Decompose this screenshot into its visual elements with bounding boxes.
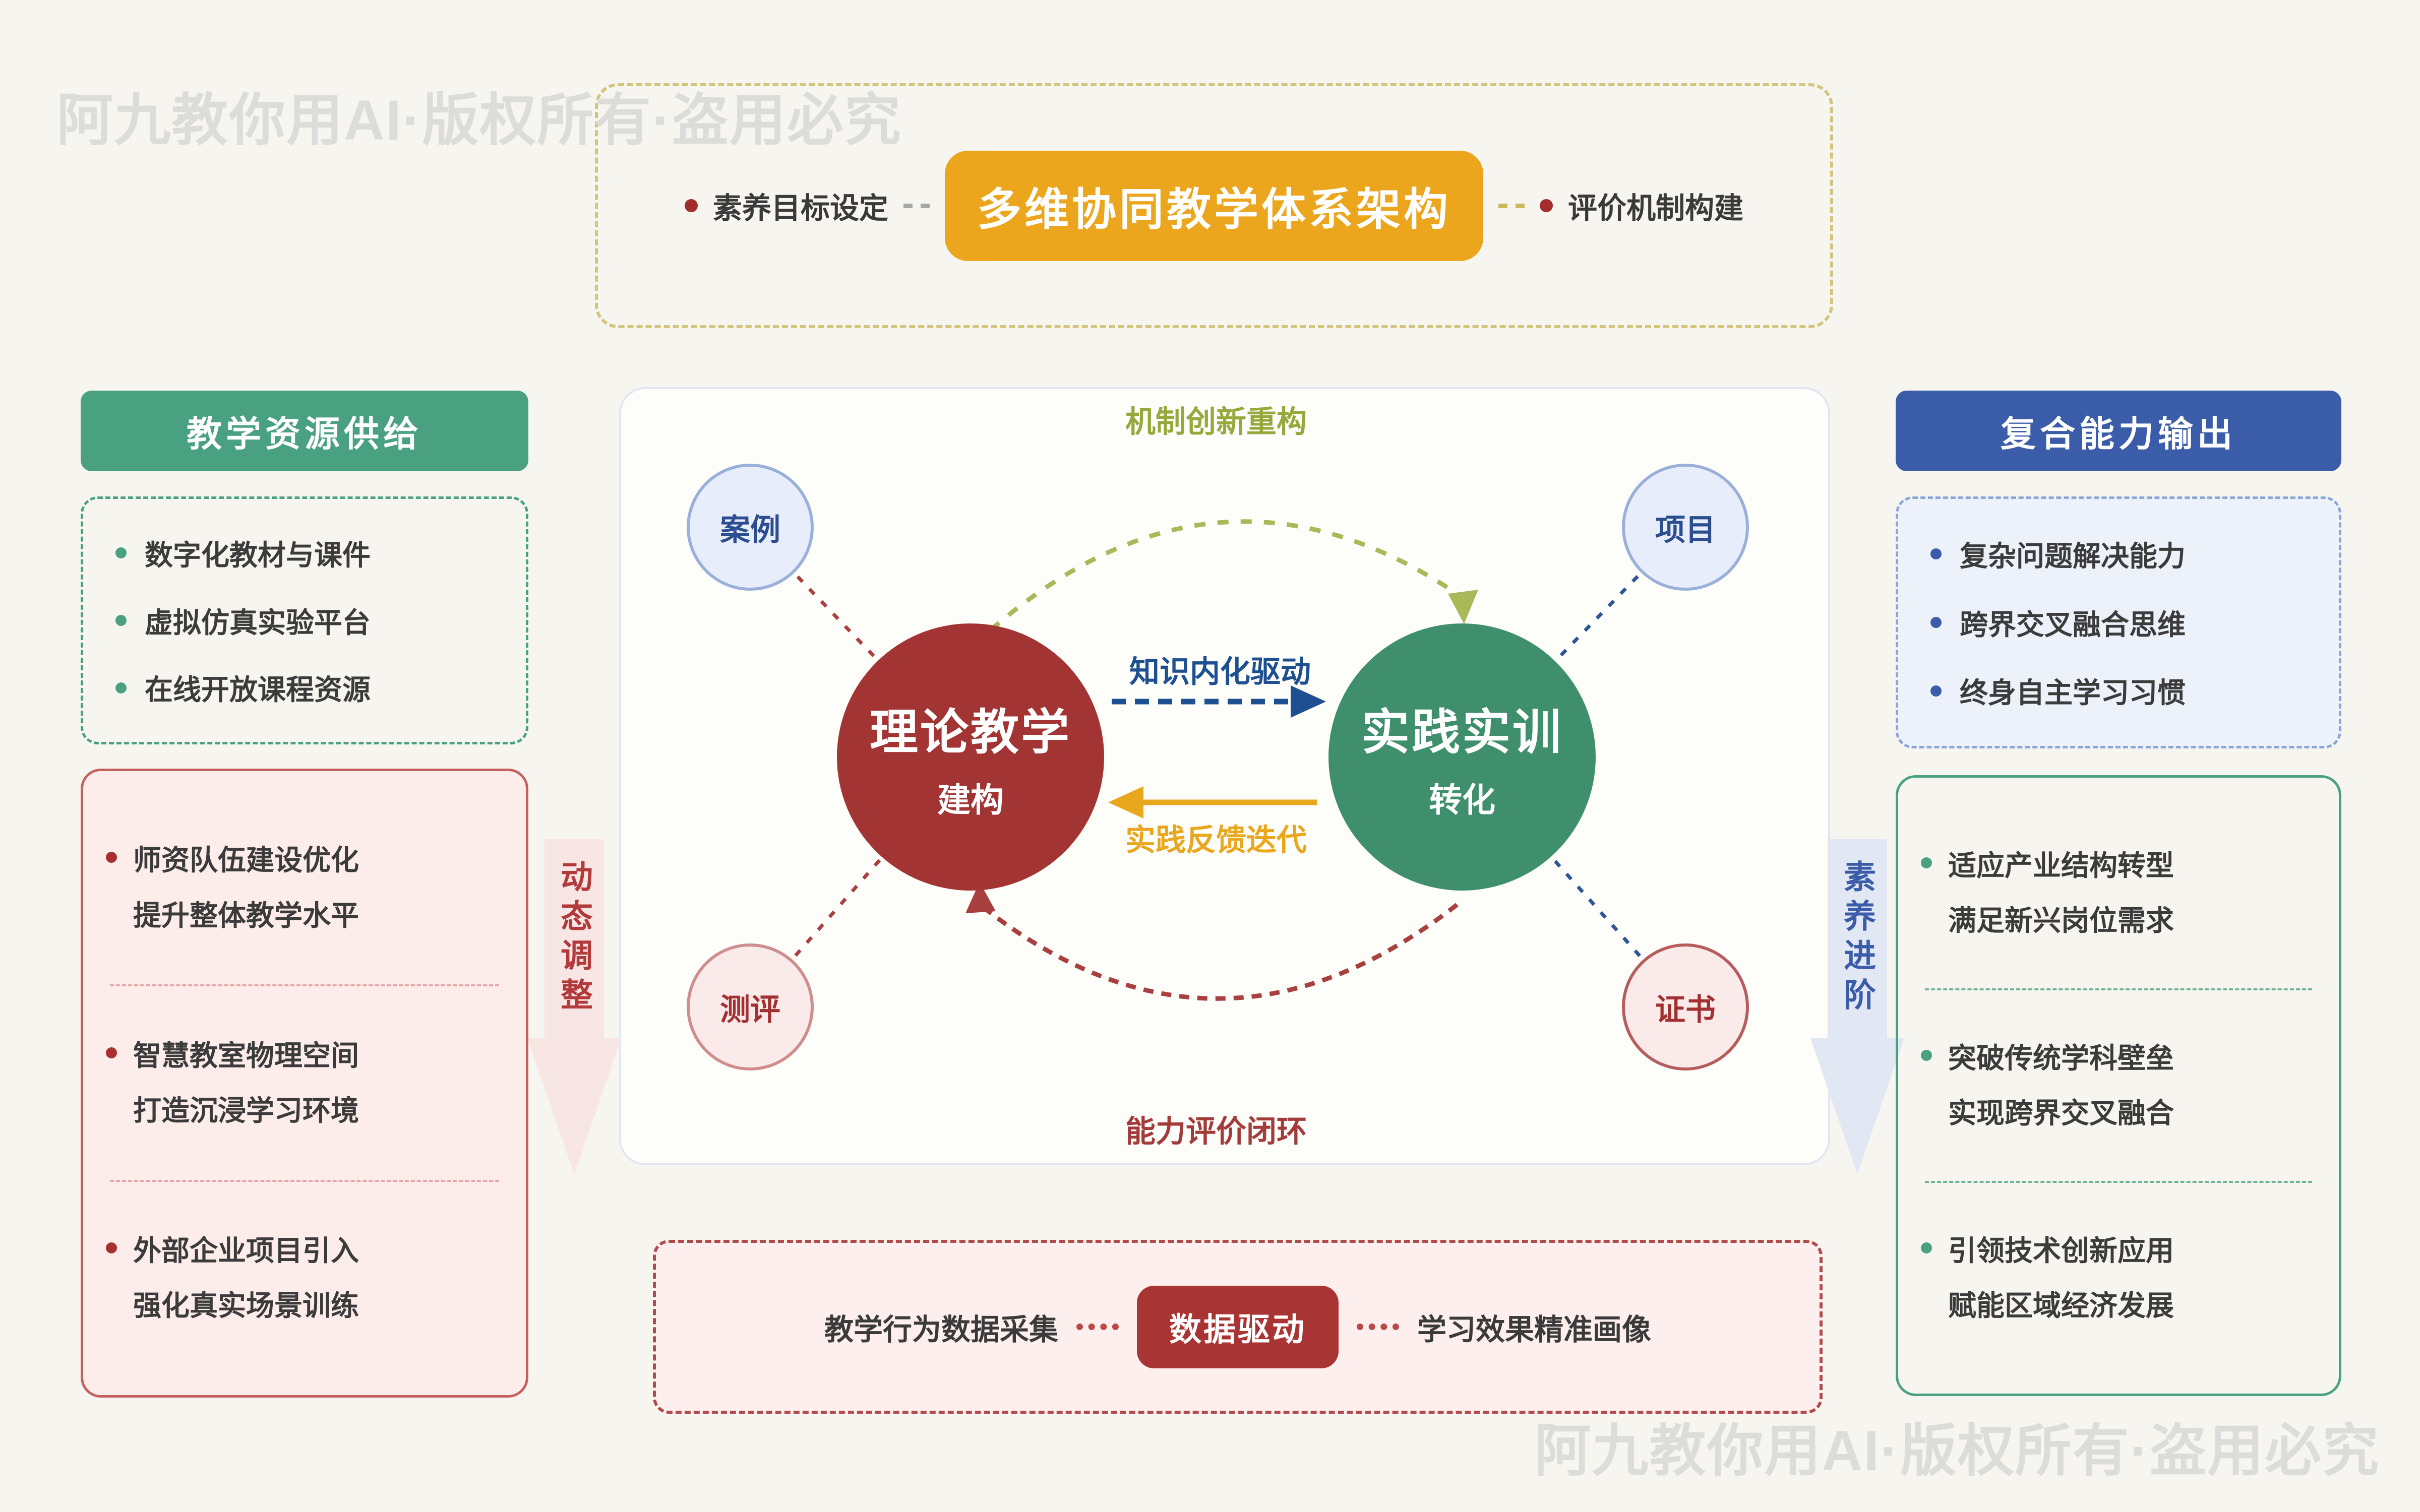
list-item: 虚拟仿真实验平台 (115, 600, 516, 641)
measure-item: 智慧教室物理空间 打造沉浸学习环境 (106, 1028, 503, 1138)
top-loop-label: 机制创新重构 (1125, 405, 1307, 439)
measure-text: 智慧教室物理空间 打造沉浸学习环境 (133, 1028, 359, 1138)
bullet-icon (106, 852, 117, 863)
bullet-icon (684, 199, 698, 212)
measure-text: 外部企业项目引入 强化真实场景训练 (133, 1223, 359, 1333)
outcome-line2: 满足新兴岗位需求 (1948, 905, 2174, 936)
bullet-icon (1921, 857, 1932, 868)
outcome-line2: 实现跨界交叉融合 (1948, 1097, 2174, 1129)
backward-arrow-label: 实践反馈迭代 (1125, 823, 1307, 857)
bullet-icon (1930, 617, 1942, 628)
bullet-icon (106, 1047, 117, 1058)
satellite-project-label: 项目 (1655, 513, 1716, 547)
satellite-case-label: 案例 (720, 513, 780, 547)
dynamic-adjust-arrow-label: 动态调整 (556, 860, 592, 1017)
outcome-line1: 引领技术创新应用 (1948, 1234, 2174, 1267)
competence-advance-arrow-label: 素养进阶 (1839, 860, 1876, 1017)
outcome-item: 适应产业结构转型 满足新兴岗位需求 (1921, 838, 2316, 948)
list-item: 终身自主学习习惯 (1930, 670, 2329, 711)
top-banner-right-label: 评价机制构建 (1568, 192, 1744, 225)
outcome-line2: 赋能区域经济发展 (1948, 1290, 2174, 1321)
measure-item: 外部企业项目引入 强化真实场景训练 (106, 1223, 503, 1333)
measure-line2: 强化真实场景训练 (133, 1290, 359, 1322)
bottom-banner-right-label: 学习效果精准画像 (1417, 1313, 1652, 1346)
data-driven-title: 数据驱动 (1137, 1285, 1339, 1368)
bullet-icon (1930, 548, 1942, 560)
watermark-top: 阿九教你用AI·版权所有·盗用必究 (56, 89, 902, 152)
left-resource-list: 数字化教材与课件 虚拟仿真实验平台 在线开放课程资源 (81, 496, 528, 744)
right-ability-list: 复杂问题解决能力 跨界交叉融合思维 终身自主学习习惯 (1896, 496, 2341, 748)
bullet-icon (115, 547, 127, 559)
outcome-item: 引领技术创新应用 赋能区域经济发展 (1921, 1223, 2316, 1333)
satellite-project-circle: 项目 (1622, 464, 1749, 591)
dotted-connector-icon (1076, 1324, 1119, 1330)
list-item: 跨界交叉融合思维 (1930, 602, 2329, 643)
theory-subtitle: 建构 (937, 781, 1004, 818)
top-banner-left-label: 素养目标设定 (712, 192, 888, 225)
resource-label: 数字化教材与课件 (145, 539, 371, 571)
practice-title: 实践实训 (1361, 705, 1563, 760)
measure-item: 师资队伍建设优化 提升整体教学水平 (106, 833, 503, 942)
ability-label: 复杂问题解决能力 (1960, 540, 2186, 572)
bullet-icon (106, 1242, 117, 1254)
dash-connector-icon (1498, 203, 1525, 208)
bullet-icon (1540, 199, 1553, 212)
satellite-case-circle: 案例 (687, 464, 814, 591)
list-item: 复杂问题解决能力 (1930, 534, 2329, 575)
main-title: 多维协同教学体系架构 (944, 150, 1483, 261)
theory-title: 理论教学 (870, 705, 1071, 760)
outcome-text: 适应产业结构转型 满足新兴岗位需求 (1948, 838, 2174, 948)
bottom-loop-label: 能力评价闭环 (1125, 1114, 1307, 1149)
practice-circle: 实践实训 转化 (1328, 623, 1596, 891)
outcome-text: 引领技术创新应用 赋能区域经济发展 (1948, 1223, 2174, 1333)
outcome-text: 突破传统学科壁垒 实现跨界交叉融合 (1948, 1031, 2174, 1141)
forward-arrow-label: 知识内化驱动 (1129, 655, 1311, 689)
resource-label: 虚拟仿真实验平台 (145, 606, 371, 639)
satellite-certificate-circle: 证书 (1622, 943, 1749, 1070)
list-item: 在线开放课程资源 (115, 667, 516, 708)
ability-label: 跨界交叉融合思维 (1960, 608, 2186, 641)
bullet-icon (115, 682, 127, 694)
satellite-certificate-label: 证书 (1655, 992, 1716, 1027)
divider (1925, 988, 2312, 990)
watermark-bottom: 阿九教你用AI·版权所有·盗用必究 (1534, 1419, 2380, 1482)
outcome-item: 突破传统学科壁垒 实现跨界交叉融合 (1921, 1031, 2316, 1141)
measure-line1: 师资队伍建设优化 (133, 844, 359, 876)
measure-text: 师资队伍建设优化 提升整体教学水平 (133, 833, 359, 942)
right-column-header: 复合能力输出 (1896, 391, 2341, 471)
measure-line1: 外部企业项目引入 (133, 1235, 359, 1267)
ability-label: 终身自主学习习惯 (1960, 677, 2186, 709)
outcome-line1: 适应产业结构转型 (1948, 849, 2174, 881)
dotted-connector-icon (1357, 1324, 1399, 1330)
left-column-header: 教学资源供给 (81, 391, 528, 471)
satellite-assessment-label: 测评 (720, 992, 780, 1027)
list-item: 数字化教材与课件 (115, 533, 516, 574)
outcome-line1: 突破传统学科壁垒 (1948, 1042, 2174, 1074)
top-banner: 素养目标设定 多维协同教学体系架构 评价机制构建 (595, 83, 1833, 328)
divider (110, 1179, 499, 1182)
right-outcomes-box: 适应产业结构转型 满足新兴岗位需求 突破传统学科壁垒 实现跨界交叉融合 引领技术… (1896, 775, 2341, 1396)
satellite-assessment-circle: 测评 (687, 943, 814, 1070)
bottom-banner-left-label: 教学行为数据采集 (824, 1313, 1058, 1346)
bullet-icon (1930, 685, 1942, 697)
bottom-banner: 教学行为数据采集 数据驱动 学习效果精准画像 (653, 1240, 1823, 1414)
divider (1925, 1181, 2312, 1183)
theory-circle: 理论教学 建构 (837, 623, 1104, 891)
measure-line1: 智慧教室物理空间 (133, 1039, 359, 1072)
practice-subtitle: 转化 (1429, 781, 1495, 818)
left-measures-box: 师资队伍建设优化 提升整体教学水平 智慧教室物理空间 打造沉浸学习环境 外部企业… (81, 769, 528, 1398)
divider (110, 984, 499, 987)
bullet-icon (1921, 1242, 1932, 1253)
bullet-icon (115, 615, 127, 626)
resource-label: 在线开放课程资源 (145, 674, 371, 706)
bullet-icon (1921, 1049, 1932, 1061)
dash-connector-icon (903, 203, 930, 208)
measure-line2: 打造沉浸学习环境 (133, 1094, 359, 1126)
measure-line2: 提升整体教学水平 (133, 899, 359, 931)
